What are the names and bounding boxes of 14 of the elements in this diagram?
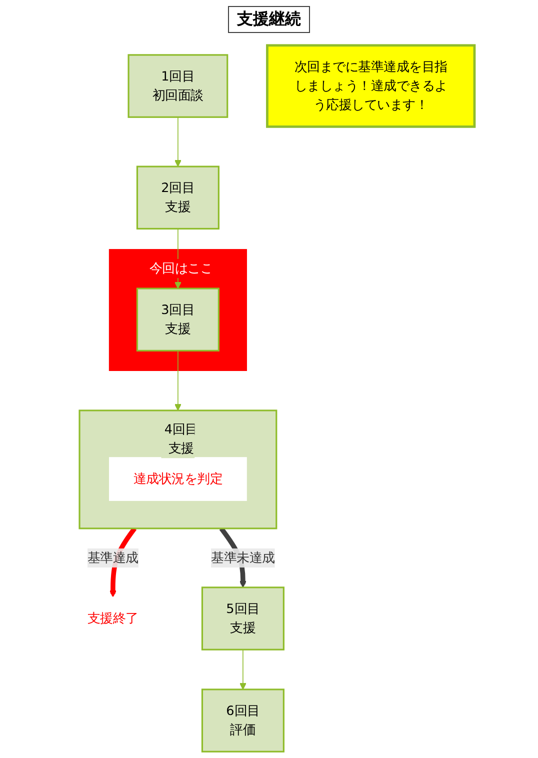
edge-label: 基準達成: [87, 550, 138, 566]
node-box: 1回目 初回面談: [128, 54, 228, 118]
node-text: 支援終了: [87, 610, 138, 626]
note-label: 支援継続: [228, 6, 310, 33]
arrow: [174, 350, 182, 411]
edge-label: 基準未達成: [211, 550, 275, 566]
node-box: 3回目 支援: [136, 288, 220, 352]
node-box: 2回目 支援: [136, 166, 220, 230]
arrow: [239, 649, 246, 690]
node-box: 次回までに基準達成を目指しましょう！達成できるよう応援しています！: [266, 44, 476, 128]
node-box: 達成状況を判定: [109, 457, 247, 501]
arrow: [174, 116, 182, 167]
node-box: 5回目 支援: [201, 586, 284, 650]
node-box: 6回目 評価: [201, 688, 284, 752]
